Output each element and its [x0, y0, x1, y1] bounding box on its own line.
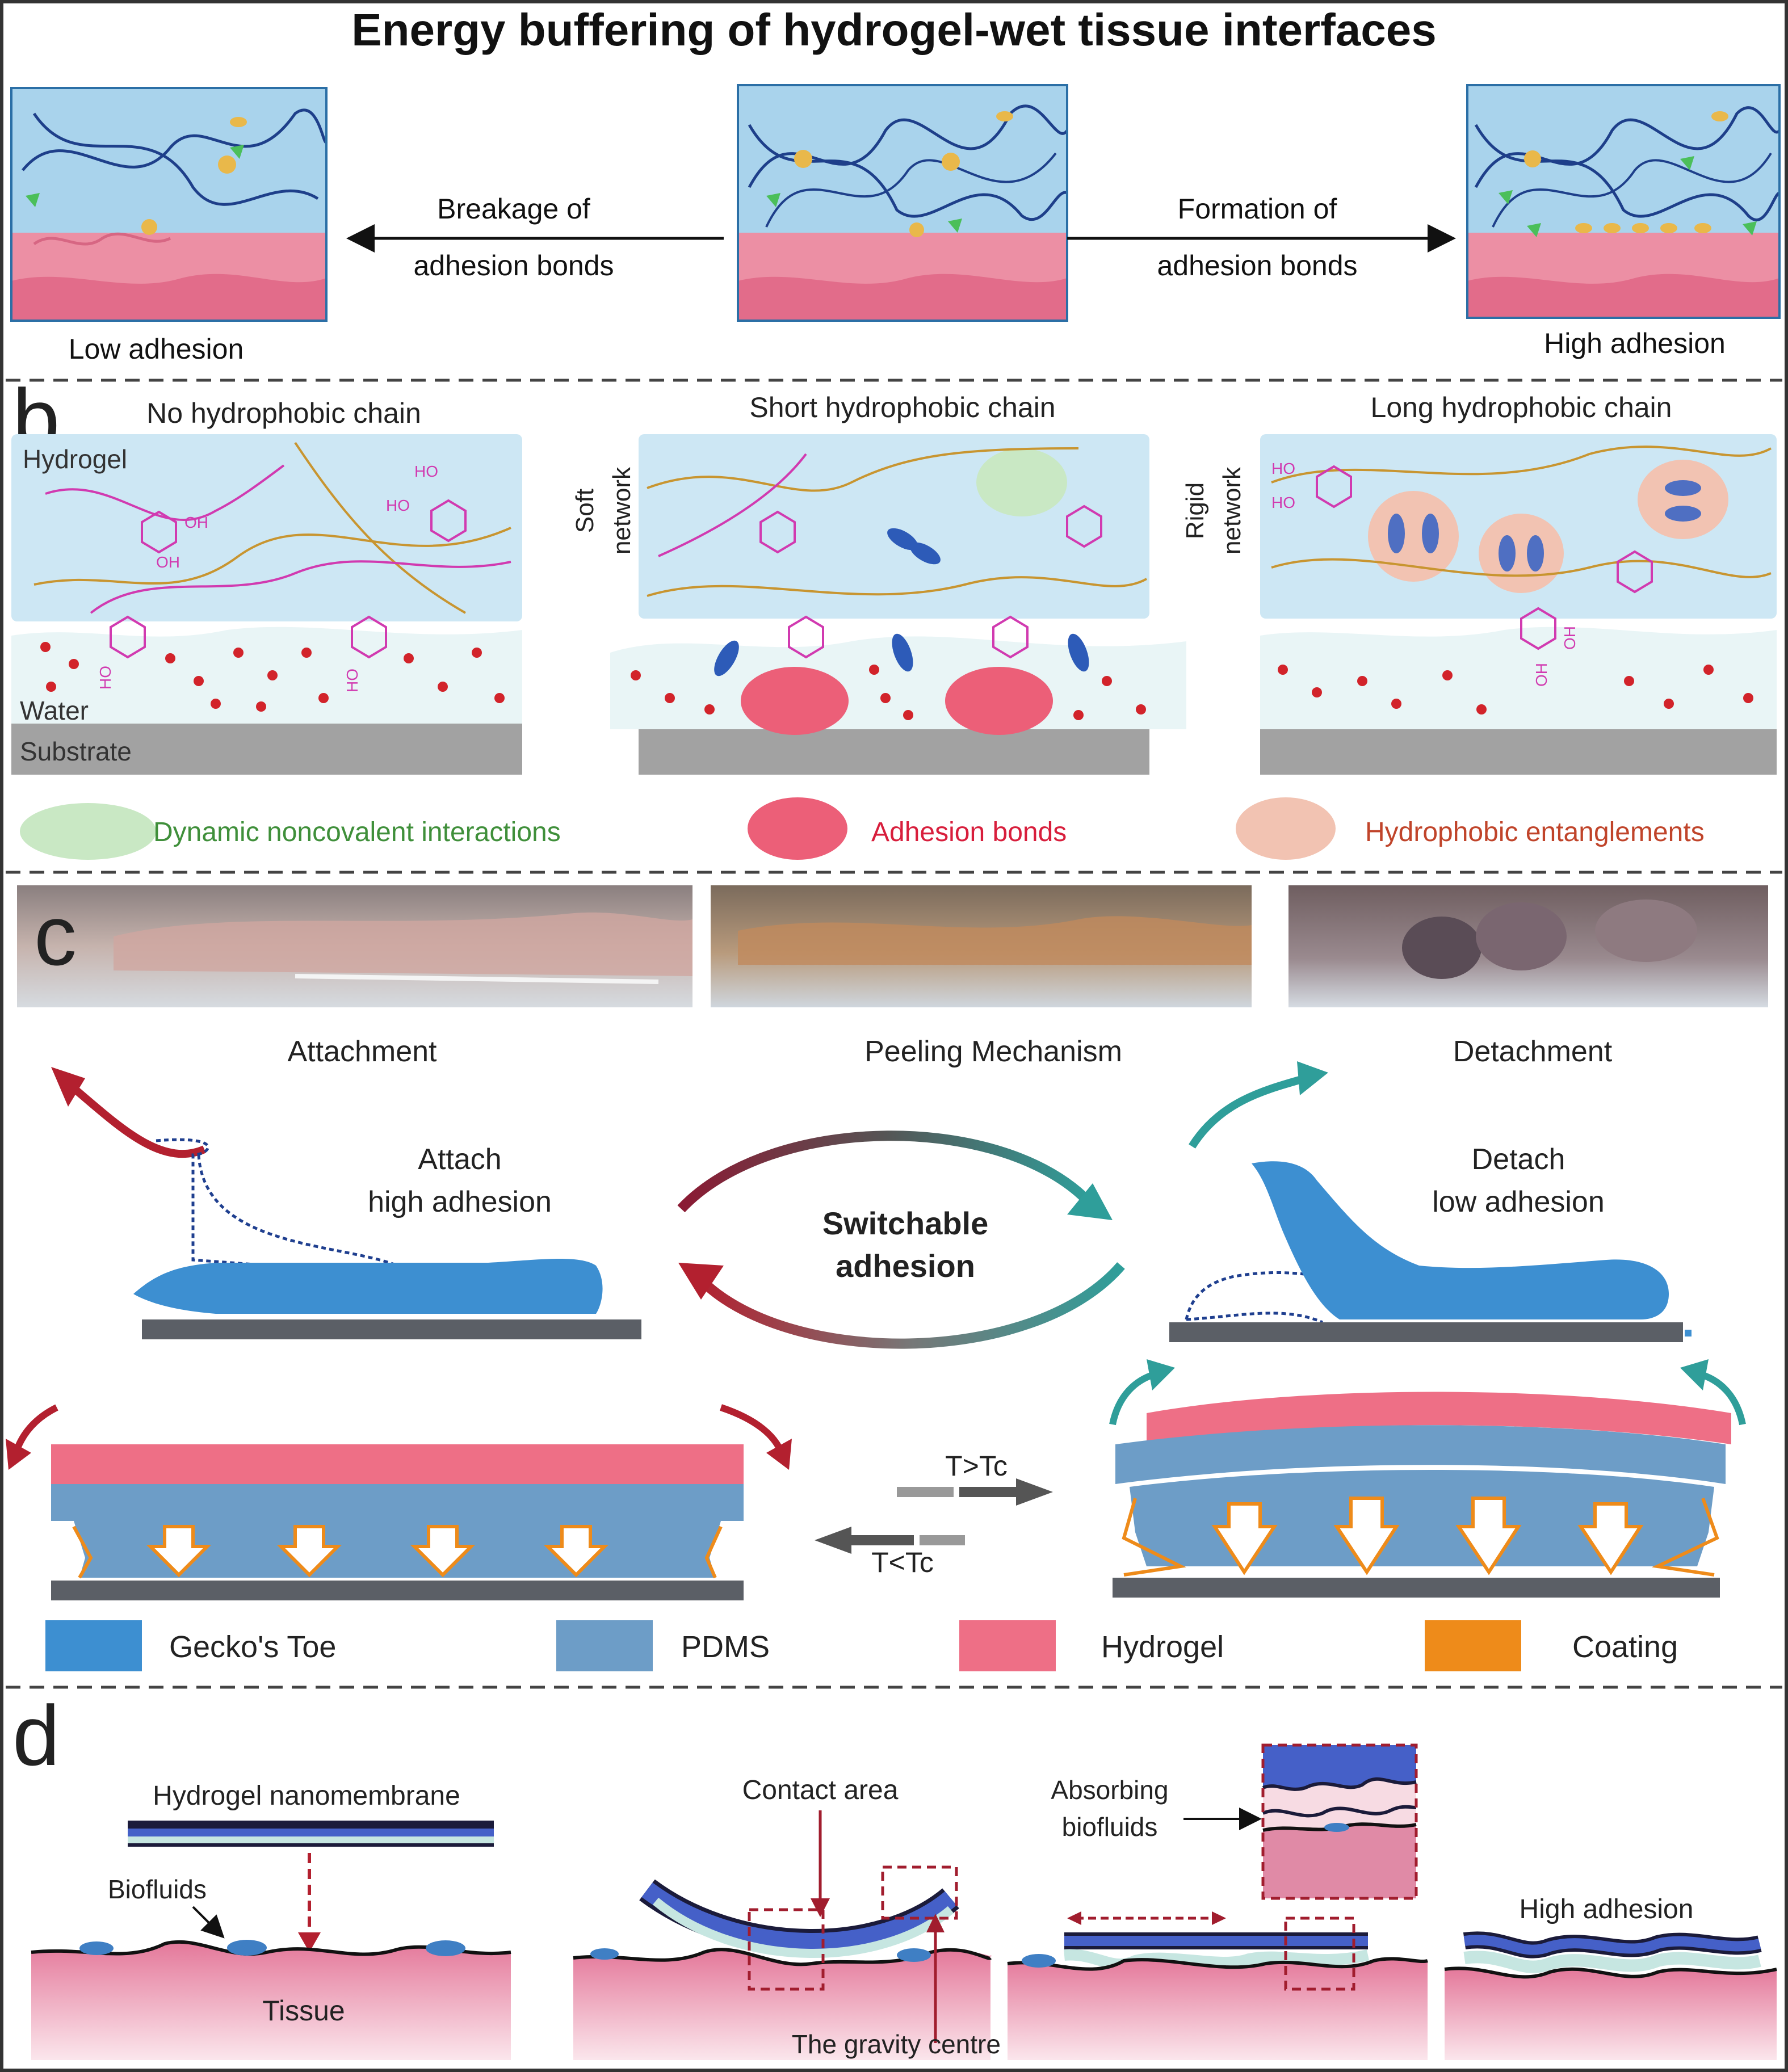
- stage-high-adhesion: High adhesion: [1444, 1894, 1777, 2060]
- tissue-label: Tissue: [262, 1995, 345, 2027]
- chem-oh-1: OH: [184, 514, 208, 531]
- stage-absorbing: Absorbing biofluids: [1007, 1743, 1428, 2060]
- legend-coating-label: Coating: [1572, 1630, 1678, 1664]
- neutral-interface: [737, 84, 1069, 322]
- short-chain-diagram: Soft network: [571, 434, 1186, 775]
- legend-coating-swatch: [1425, 1620, 1521, 1671]
- switchable-text-2: adhesion: [836, 1248, 975, 1284]
- chem-ho-6: HO: [1271, 494, 1295, 511]
- attach-text-2: high adhesion: [368, 1186, 552, 1218]
- legend-dynamic-label: Dynamic noncovalent interactions: [153, 817, 561, 847]
- formation-label-1: Formation of: [1178, 193, 1337, 225]
- zoom-inset: [1261, 1743, 1418, 1900]
- device-attached: [6, 1404, 792, 1600]
- legend-gecko-swatch: [45, 1620, 142, 1671]
- gecko-attach: Attach high adhesion: [51, 1067, 641, 1339]
- detach-text-1: Detach: [1472, 1143, 1565, 1176]
- chem-ho-4: HO: [343, 669, 361, 692]
- legend-adhesion-swatch: [748, 797, 847, 860]
- chem-ho-5: HO: [1271, 460, 1295, 477]
- legend-dynamic-swatch: [20, 803, 156, 860]
- absorbing-label-1: Absorbing: [1051, 1775, 1168, 1805]
- caption-peeling: Peeling Mechanism: [864, 1035, 1122, 1068]
- panel-a: a: [10, 56, 1781, 365]
- no-chain-diagram: OH OH HO HO HO HO Hydrogel Water Substra…: [11, 434, 522, 775]
- panel-c-legend: Gecko's Toe PDMS Hydrogel Coating: [45, 1620, 1678, 1671]
- attach-text-1: Attach: [418, 1143, 501, 1176]
- substrate-label: Substrate: [20, 737, 132, 766]
- caption-detachment: Detachment: [1453, 1035, 1613, 1068]
- gecko-detach: Detach low adhesion: [1169, 1061, 1692, 1342]
- legend-hydrogel-swatch: [959, 1620, 1056, 1671]
- chem-oh-3: OH: [1561, 626, 1579, 650]
- temp-high-label: T>Tc: [945, 1450, 1008, 1482]
- stage-contact: Contact area The gravity centre rose: [573, 1775, 1059, 2060]
- breakage-label-2: adhesion bonds: [413, 250, 614, 281]
- switchable-cycle: Switchable adhesion: [677, 1130, 1125, 1349]
- chem-ho-2: HO: [386, 497, 410, 514]
- temp-low-label: T<Tc: [871, 1546, 934, 1578]
- legend-adhesion-label: Adhesion bonds: [871, 817, 1067, 847]
- legend-gecko-label: Gecko's Toe: [169, 1630, 336, 1664]
- rigid-network-1: Rigid: [1181, 482, 1209, 539]
- absorbing-label-2: biofluids: [1062, 1812, 1158, 1842]
- panel-d-letter: d: [12, 1688, 60, 1783]
- formation-label-2: adhesion bonds: [1157, 250, 1357, 281]
- contact-area-label: Contact area: [742, 1775, 899, 1805]
- legend-hydrophobic-swatch: [1236, 797, 1336, 860]
- panel-c-letter: c: [34, 888, 77, 983]
- water-label: Water: [20, 696, 89, 725]
- high-adhesion-interface: [1466, 84, 1781, 319]
- detach-text-2: low adhesion: [1432, 1186, 1605, 1218]
- hydrogel-label: Hydrogel: [23, 444, 127, 474]
- low-adhesion-interface: [10, 87, 328, 322]
- col1-title: No hydrophobic chain: [146, 397, 421, 429]
- panel-b-legend: Dynamic noncovalent interactions Adhesio…: [20, 797, 1705, 860]
- device-detached: [1109, 1359, 1746, 1598]
- chem-ho-1: HO: [414, 463, 438, 480]
- legend-hydrogel-label: Hydrogel: [1101, 1630, 1224, 1664]
- photo-peeling: [711, 885, 1252, 1007]
- high-adhesion-label: High adhesion: [1544, 327, 1726, 359]
- low-adhesion-label: Low adhesion: [69, 333, 244, 365]
- rigid-network-2: network: [1218, 466, 1246, 554]
- col3-title: Long hydrophobic chain: [1371, 392, 1672, 423]
- legend-pdms-swatch: [556, 1620, 653, 1671]
- soft-network-2: network: [608, 466, 636, 554]
- panel-d: d Hydrogel nanomembrane Biofluids Tissue…: [12, 1688, 1777, 2060]
- soft-network-1: Soft: [571, 489, 599, 533]
- figure-title: Energy buffering of hydrogel-wet tissue …: [351, 5, 1436, 55]
- stage-approach: Hydrogel nanomembrane Biofluids Tissue: [31, 1781, 511, 2060]
- caption-attachment: Attachment: [287, 1035, 437, 1068]
- breakage-label-1: Breakage of: [437, 193, 590, 225]
- photo-attachment: [17, 885, 692, 1007]
- legend-hydrophobic-label: Hydrophobic entanglements: [1365, 817, 1705, 847]
- legend-pdms-label: PDMS: [681, 1630, 770, 1664]
- photo-detachment: [1288, 885, 1768, 1007]
- panel-c: c Attachment Peeling Mechanism Detachmen…: [6, 885, 1768, 1671]
- chem-ho-3: HO: [96, 666, 114, 690]
- temperature-switch: T>Tc T<Tc: [815, 1450, 1053, 1578]
- high-adhesion-d-label: High adhesion: [1520, 1894, 1694, 1924]
- chem-oh-2: OH: [156, 553, 180, 571]
- chem-oh-4: OH: [1533, 663, 1550, 687]
- switchable-text-1: Switchable: [822, 1205, 989, 1241]
- nanomembrane-label: Hydrogel nanomembrane: [153, 1781, 460, 1811]
- panel-b: b No hydrophobic chain Short hydrophobic…: [11, 371, 1777, 860]
- long-chain-diagram: Rigid network HO HO OH OH: [1181, 434, 1777, 775]
- col2-title: Short hydrophobic chain: [749, 392, 1055, 423]
- biofluids-label: Biofluids: [108, 1875, 207, 1904]
